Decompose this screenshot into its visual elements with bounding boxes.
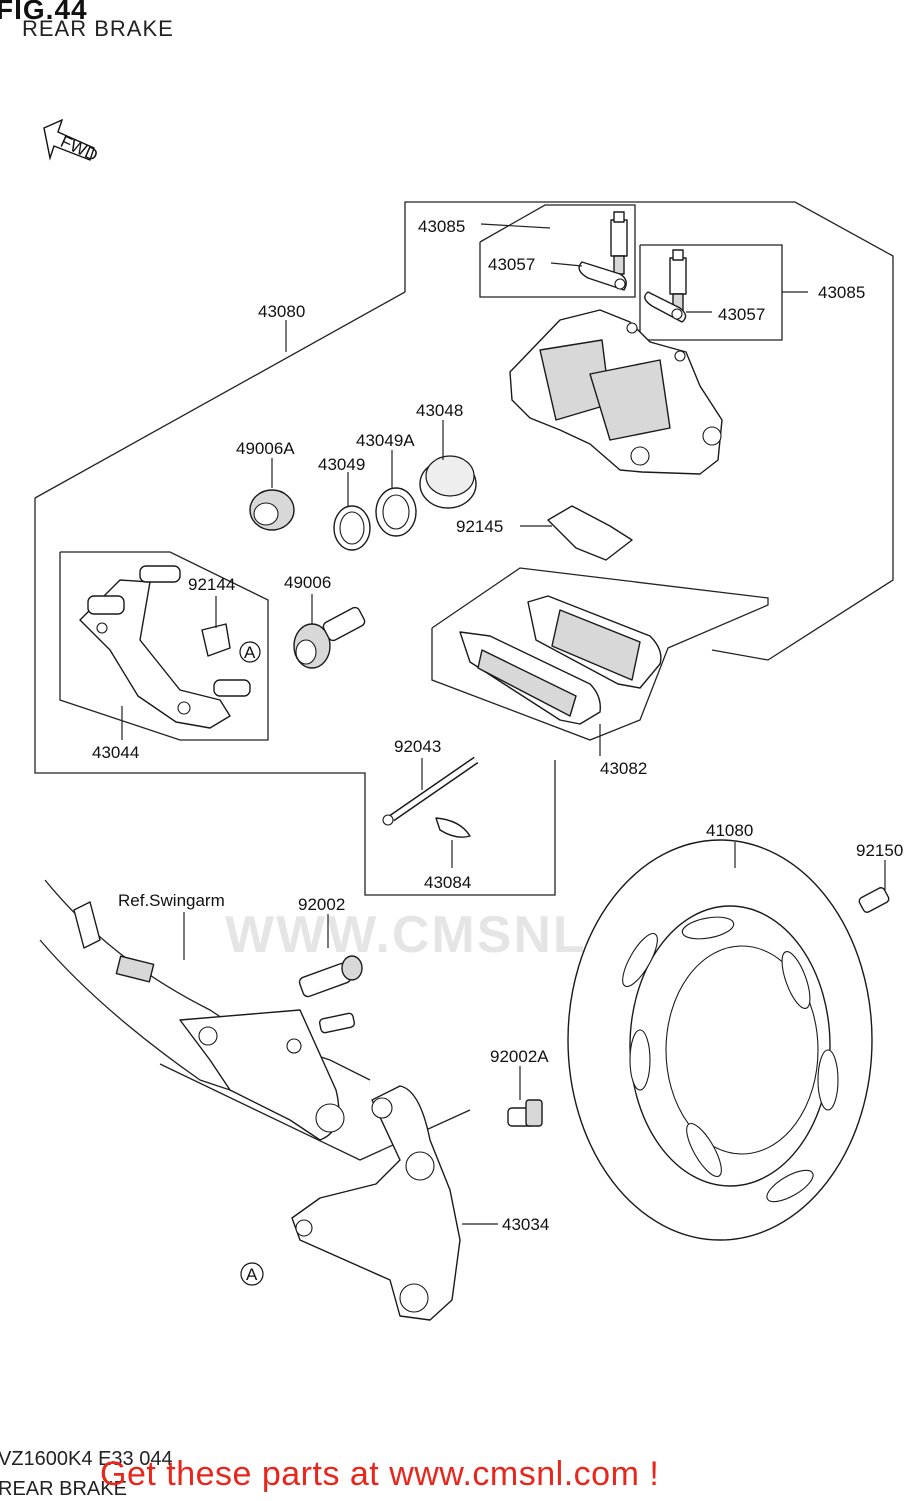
slide-pin-boot-49006	[293, 606, 366, 669]
label-43049a: 43049A	[356, 431, 415, 450]
bleeder-group-right-outline	[639, 244, 783, 341]
label-92002a: 92002A	[490, 1047, 549, 1066]
pads-group-outline	[431, 567, 769, 741]
ref-mark-a-top-text: A	[244, 643, 256, 662]
leader-lines	[121, 223, 886, 1225]
disc-bolt-92150	[858, 887, 890, 913]
figure-subtitle: REAR BRAKE	[22, 16, 174, 41]
label-92150: 92150	[856, 841, 903, 860]
piston-43048	[419, 455, 477, 509]
bleeder-cap-right	[644, 291, 687, 323]
caliper-bracket-43034	[291, 1085, 461, 1321]
brake-pad-rear	[527, 595, 662, 689]
caliper-bracket-43044	[79, 565, 251, 729]
brake-disc-41080	[567, 839, 873, 1241]
label-43082: 43082	[600, 759, 647, 778]
label-43048: 43048	[416, 401, 463, 420]
figure-number: FIG.44	[0, 0, 88, 25]
diagram-code: VZ1600K4 E33 044	[0, 1448, 173, 1470]
clip-43084	[435, 817, 471, 838]
footer-subtitle: REAR BRAKE	[0, 1478, 127, 1500]
bleeder-group-top-outline	[479, 204, 636, 298]
label-43080: 43080	[258, 302, 305, 321]
label-92145: 92145	[456, 517, 503, 536]
boot-49006a	[249, 489, 295, 531]
caliper-body	[509, 309, 723, 475]
bolt-92002a	[507, 1099, 543, 1127]
bleeder-valve-right	[669, 249, 687, 313]
label-43084: 43084	[424, 873, 471, 892]
ref-mark-a-bottom: A	[240, 1262, 264, 1286]
label-43034: 43034	[502, 1215, 549, 1234]
label-43049: 43049	[318, 455, 365, 474]
torque-link	[179, 1009, 356, 1141]
swingarm-reference	[39, 879, 471, 1161]
label-43057-top: 43057	[488, 255, 535, 274]
label-43085-top: 43085	[418, 217, 465, 236]
bolt-92002	[298, 955, 363, 998]
label-49006a: 49006A	[236, 439, 295, 458]
label-ref-swingarm: Ref.Swingarm	[118, 891, 225, 910]
forward-arrow-icon: FWD	[43, 118, 101, 165]
brake-pad-front	[459, 631, 601, 725]
assembly-43080-outline	[34, 201, 894, 896]
bracket-group-outline	[59, 551, 269, 741]
seal-43049	[333, 505, 371, 551]
ref-mark-a-bottom-text: A	[246, 1265, 258, 1284]
pad-pin-92043	[382, 756, 479, 826]
pin-92144	[201, 623, 231, 657]
label-43044: 43044	[92, 743, 139, 762]
label-41080: 41080	[706, 821, 753, 840]
label-92043: 92043	[394, 737, 441, 756]
label-92144: 92144	[188, 575, 235, 594]
ref-mark-a-top: A	[239, 641, 261, 663]
fwd-text: FWD	[58, 132, 101, 165]
spring-92145	[547, 505, 633, 561]
seal-43049a	[375, 487, 417, 537]
label-43085-right: 43085	[818, 283, 865, 302]
label-43057-right: 43057	[718, 305, 765, 324]
label-49006: 49006	[284, 573, 331, 592]
bleeder-cap-top	[578, 261, 627, 291]
bleeder-valve-top	[610, 211, 628, 275]
promo-link[interactable]: Get these parts at www.cmsnl.com !	[100, 1455, 660, 1493]
label-92002: 92002	[298, 895, 345, 914]
